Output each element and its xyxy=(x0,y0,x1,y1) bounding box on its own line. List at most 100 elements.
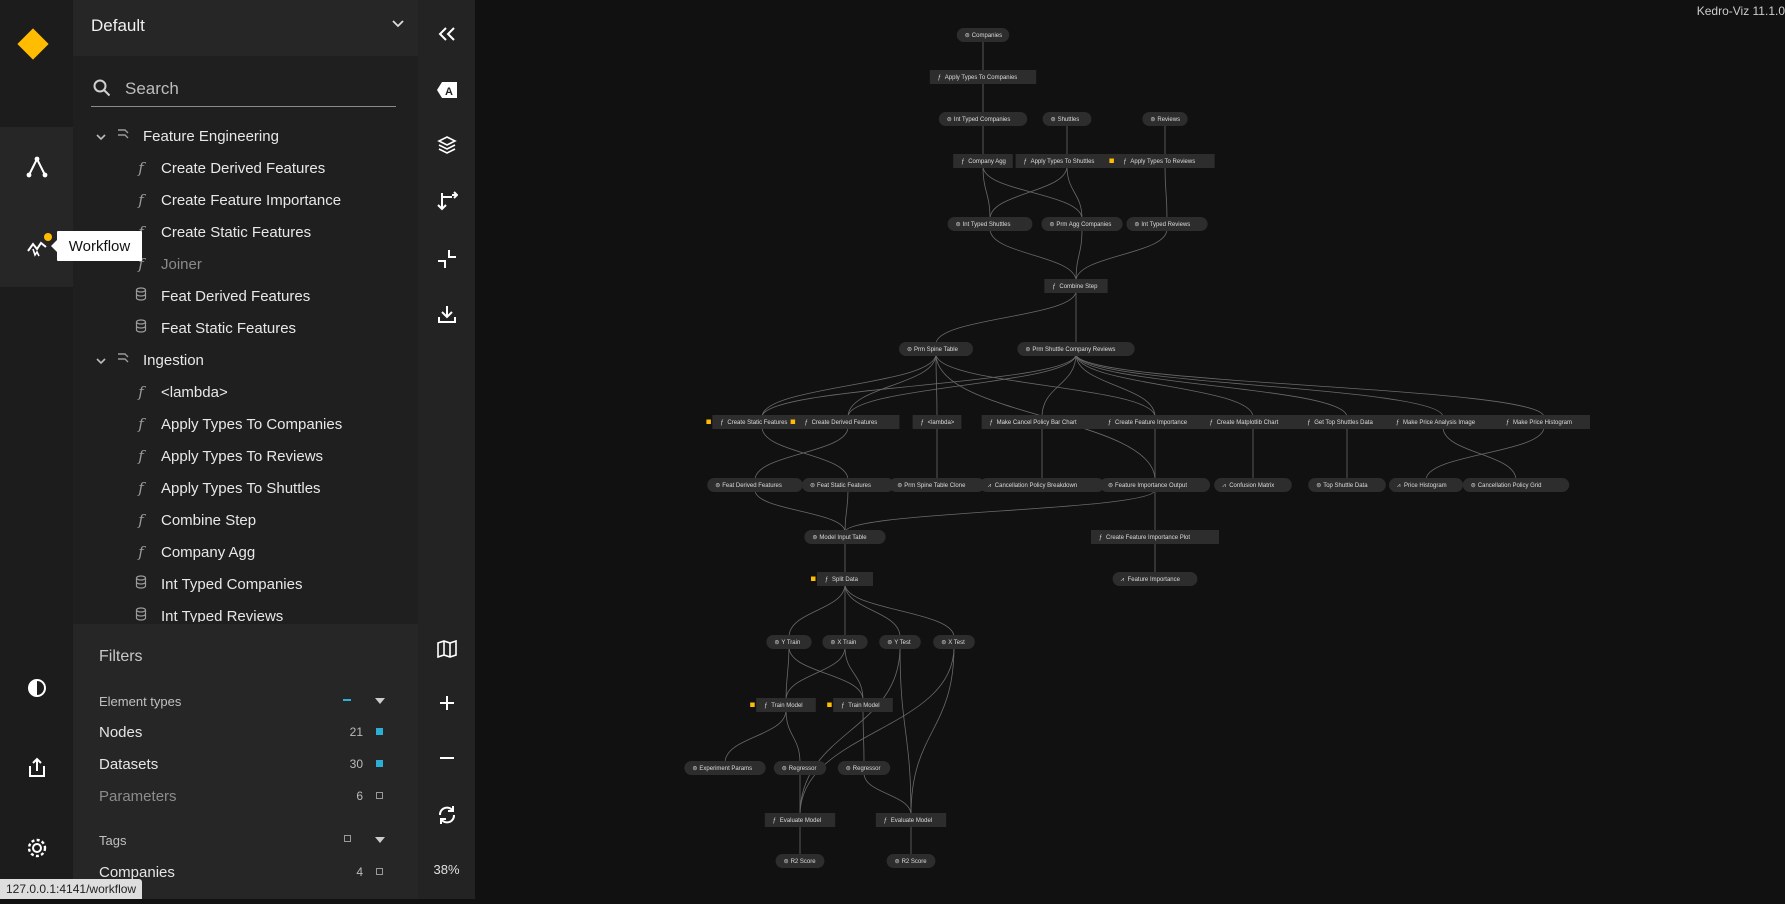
graph-node-dataset[interactable]: ⊜Model Input Table xyxy=(804,530,886,544)
graph-node-dataset[interactable]: ⊜Cancellation Policy Grid xyxy=(1462,478,1570,492)
pipeline-dropdown[interactable]: Default xyxy=(73,0,418,56)
graph-node-dataset[interactable]: ⊜Int Typed Companies xyxy=(938,112,1028,126)
filter-row-datasets[interactable]: Datasets 30 xyxy=(99,751,399,777)
graph-node-dataset[interactable]: ⊜Feature Importance Output xyxy=(1100,478,1210,492)
reset-view-button[interactable] xyxy=(418,790,475,840)
tree-item[interactable]: Int Typed Reviews xyxy=(73,600,418,622)
graph-node-dataset[interactable]: ⊜Int Typed Reviews xyxy=(1126,217,1208,231)
filter-checkbox[interactable] xyxy=(376,760,383,767)
tree-item[interactable]: Feat Static Features xyxy=(73,312,418,344)
graph-node-dataset[interactable]: ⊜R2 Score xyxy=(775,854,825,868)
tree-item[interactable]: f<lambda> xyxy=(73,376,418,408)
graph-node-dataset[interactable]: ⊜Y Test xyxy=(879,635,921,649)
toggle-labels-button[interactable]: A xyxy=(418,65,475,115)
filter-checkbox[interactable] xyxy=(376,868,383,875)
graph-node-dataset[interactable]: ⊜Reviews xyxy=(1142,112,1188,126)
zoom-out-button[interactable] xyxy=(418,733,475,783)
tree-group[interactable]: Feature Engineering xyxy=(73,126,418,152)
graph-node-dataset[interactable]: ⊜Int Typed Shuttles xyxy=(947,217,1033,231)
orientation-button[interactable] xyxy=(418,177,475,227)
tags-group[interactable]: Tags xyxy=(99,827,399,853)
graph-node-dataset[interactable]: ⊜Y Train xyxy=(766,635,812,649)
filter-checkbox[interactable] xyxy=(376,728,383,735)
graph-node-dataset[interactable]: ⊜Prm Agg Companies xyxy=(1041,217,1123,231)
graph-node-node[interactable]: ƒ<lambda> xyxy=(912,415,962,429)
graph-node-dataset[interactable]: ⊜Regressor xyxy=(837,761,891,775)
caret-down-icon[interactable] xyxy=(375,698,385,704)
element-types-group[interactable]: Element types xyxy=(99,688,399,714)
graph-node-dataset[interactable]: ⊜Top Shuttle Data xyxy=(1308,478,1386,492)
filter-row-companies[interactable]: Companies 4 xyxy=(99,859,399,885)
collapse-sidebar-button[interactable] xyxy=(418,9,475,59)
graph-node-dataset[interactable]: ⊜Prm Spine Table xyxy=(899,342,973,356)
graph-node-dataset[interactable]: ⊜Prm Shuttle Company Reviews xyxy=(1017,342,1135,356)
filter-row-parameters[interactable]: Parameters 6 xyxy=(99,783,399,809)
graph-node-dataset[interactable]: ⊜Regressor xyxy=(773,761,827,775)
tree-group[interactable]: Ingestion xyxy=(73,344,418,376)
graph-node-dataset[interactable]: ⊜Prm Spine Table Clone xyxy=(889,478,985,492)
chevron-down-icon[interactable] xyxy=(93,128,109,145)
caret-down-icon[interactable] xyxy=(375,837,385,843)
tree-item[interactable]: Feat Derived Features xyxy=(73,280,418,312)
expand-pipelines-button[interactable] xyxy=(418,234,475,284)
minimap-button[interactable] xyxy=(418,624,475,674)
settings-button[interactable] xyxy=(0,808,73,888)
tags-checkbox[interactable] xyxy=(344,835,351,842)
graph-node-dataset[interactable]: ⊜Shuttles xyxy=(1042,112,1092,126)
graph-node-dataset[interactable]: ⊜X Train xyxy=(822,635,868,649)
partial-check-icon[interactable] xyxy=(343,699,351,701)
layers-button[interactable] xyxy=(418,120,475,170)
graph-node-shape xyxy=(875,813,947,827)
graph-node-dataset[interactable]: ⊜Experiment Params xyxy=(684,761,766,775)
tree-item-label: Company Agg xyxy=(161,543,256,561)
theme-toggle-button[interactable] xyxy=(0,648,73,728)
chevron-down-icon[interactable] xyxy=(93,352,109,369)
graph-node-chart[interactable]: ⩘Confusion Matrix xyxy=(1214,478,1292,492)
search-input[interactable] xyxy=(123,76,387,102)
graph-node-chart[interactable]: ⩘Feature Importance xyxy=(1112,572,1198,586)
tree-item[interactable]: Int Typed Companies xyxy=(73,568,418,600)
graph-node-chart[interactable]: ⩘Cancellation Policy Breakdown xyxy=(979,478,1105,492)
download-button[interactable] xyxy=(418,289,475,339)
graph-node-dataset[interactable]: ⊜Feat Static Features xyxy=(802,478,894,492)
graph-node-dataset[interactable]: ⊜Companies xyxy=(956,28,1010,42)
zoom-in-button[interactable] xyxy=(418,678,475,728)
graph-node-dataset[interactable]: ⊜R2 Score xyxy=(886,854,936,868)
filter-checkbox[interactable] xyxy=(376,792,383,799)
graph-node-chart[interactable]: ⩘Price Histogram xyxy=(1389,478,1463,492)
export-button[interactable] xyxy=(0,728,73,808)
graph-node-dataset[interactable]: ⊜X Test xyxy=(933,635,975,649)
graph-node-dataset[interactable]: ⊜Feat Derived Features xyxy=(707,478,803,492)
filter-row-nodes[interactable]: Nodes 21 xyxy=(99,719,399,745)
flowchart-nav-button[interactable] xyxy=(0,127,73,207)
